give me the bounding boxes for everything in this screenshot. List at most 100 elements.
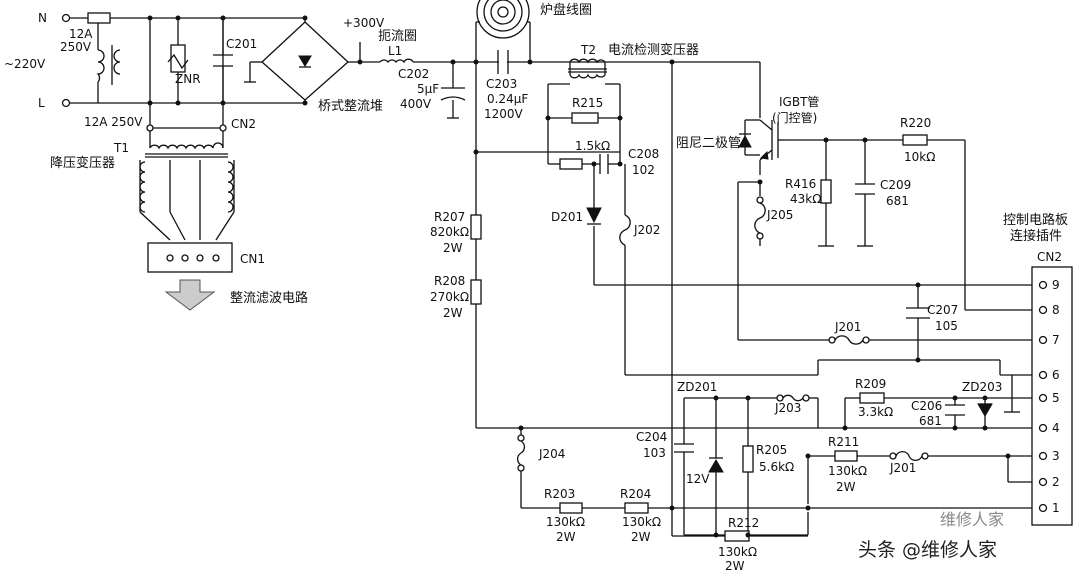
pin-number: 6 [1052, 368, 1060, 382]
label-zd201: ZD201 [677, 380, 717, 394]
r-1k5-resistor [559, 158, 583, 170]
label-r215: R215 [572, 96, 603, 110]
label-r204: R204 [620, 487, 651, 501]
label-c204: C204 [636, 430, 667, 444]
label-c203: C203 [486, 77, 517, 91]
label-damper-diode: 阻尼二极管 [676, 136, 741, 151]
label-c207-value: 105 [935, 319, 958, 333]
r208-resistor [470, 279, 482, 305]
label-c202-voltage: 400V [400, 97, 432, 111]
label-r203-power: 2W [556, 530, 576, 544]
zd201-zener [708, 457, 724, 473]
label-r416: R416 [785, 177, 816, 191]
c207-capacitor [906, 307, 930, 319]
label-current-transformer: 电流检测变压器 [608, 42, 699, 58]
label-r205: R205 [756, 443, 787, 457]
label-r211-value: 130kΩ [828, 464, 867, 478]
label-r211: R211 [828, 435, 859, 449]
label-j203: J203 [774, 401, 801, 415]
label-r204-power: 2W [631, 530, 651, 544]
label-rectifier-filter: 整流滤波电路 [230, 290, 308, 306]
label-c202: C202 [398, 67, 429, 81]
heating-coil [476, 0, 530, 39]
label-c208: C208 [628, 147, 659, 161]
r205-resistor [742, 445, 754, 473]
label-d201: D201 [551, 210, 583, 224]
label-r207-value: 820kΩ [430, 225, 469, 239]
watermark-faint-text: 维修人家 [940, 510, 1004, 529]
label-fuse-rating: 12A [69, 27, 93, 41]
r211-resistor [834, 450, 858, 462]
label-znr: ZNR [175, 72, 201, 86]
j203-jumper [776, 394, 810, 402]
damper-diode [738, 133, 752, 148]
r212-resistor [724, 530, 750, 542]
label-step-down: 降压变压器 [50, 155, 115, 171]
label-r204-value: 130kΩ [622, 515, 661, 529]
watermark: 维修人家 头条 @维修人家 [858, 510, 1004, 561]
j205-jumper [754, 196, 766, 240]
label-cn2-left: CN2 [231, 117, 256, 131]
pin-number: 4 [1052, 421, 1060, 435]
c203-capacitor [497, 50, 509, 74]
label-r416-value: 43kΩ [790, 192, 821, 206]
pin-number: 7 [1052, 333, 1060, 347]
label-coil: 炉盘线圈 [540, 2, 592, 18]
label-r203-value: 130kΩ [546, 515, 585, 529]
label-r212: R212 [728, 516, 759, 530]
label-j201-bottom: J201 [889, 461, 916, 475]
label-c206: C206 [911, 399, 942, 413]
label-c204-value: 103 [643, 446, 666, 460]
label-c206-value: 681 [919, 414, 942, 428]
pin-number: 1 [1052, 501, 1060, 515]
c208-capacitor [599, 154, 609, 174]
label-cn2-right: CN2 [1037, 250, 1062, 264]
label-gate-tube: (门控管) [772, 110, 817, 125]
c202-capacitor [440, 87, 466, 119]
label-r205-value: 5.6kΩ [759, 460, 794, 474]
label-c208-value: 102 [632, 163, 655, 177]
label-fuse-voltage: 250V [60, 40, 92, 54]
cn2-pins: 9 8 7 6 5 4 3 2 1 [1038, 278, 1060, 515]
label-cn1: CN1 [240, 252, 265, 266]
fuse-symbol [87, 12, 111, 24]
t2-current-transformer [568, 58, 607, 79]
label-j201-top: J201 [834, 320, 861, 334]
cn1-connector [147, 242, 233, 273]
label-c203-voltage: 1200V [484, 107, 524, 121]
label-r207-power: 2W [443, 241, 463, 255]
j204-jumper [517, 434, 525, 472]
c204-capacitor [674, 443, 694, 453]
label-r-1k5: 1.5kΩ [575, 139, 610, 153]
label-r209: R209 [855, 377, 886, 391]
label-r207: R207 [434, 210, 465, 224]
c209-capacitor [855, 183, 875, 247]
r203-resistor [559, 502, 583, 514]
label-r208-power: 2W [443, 306, 463, 320]
label-c209: C209 [880, 178, 911, 192]
label-r208-value: 270kΩ [430, 290, 469, 304]
zd203-zener [977, 403, 993, 417]
pin-number: 9 [1052, 278, 1060, 292]
label-c209-value: 681 [886, 194, 909, 208]
label-r212-value: 130kΩ [718, 545, 757, 559]
j202-jumper [619, 214, 631, 246]
pin-number: 3 [1052, 449, 1060, 463]
label-r220: R220 [900, 116, 931, 130]
down-arrow-icon [164, 279, 216, 311]
label-zd203: ZD203 [962, 380, 1002, 394]
cn2-connector [1031, 266, 1073, 526]
label-r212-power: 2W [725, 559, 745, 573]
label-r211-power: 2W [836, 480, 856, 494]
j201-bottom-jumper [889, 450, 929, 462]
pin-number: 8 [1052, 303, 1060, 317]
label-n: N [38, 11, 47, 25]
r220-resistor [902, 134, 928, 146]
label-r220-value: 10kΩ [904, 150, 935, 164]
label-r208: R208 [434, 274, 465, 288]
input-choke-coils [96, 45, 121, 85]
label-fuse2: 12A 250V [84, 115, 143, 129]
label-c207: C207 [927, 303, 958, 317]
znr-varistor [167, 44, 189, 73]
